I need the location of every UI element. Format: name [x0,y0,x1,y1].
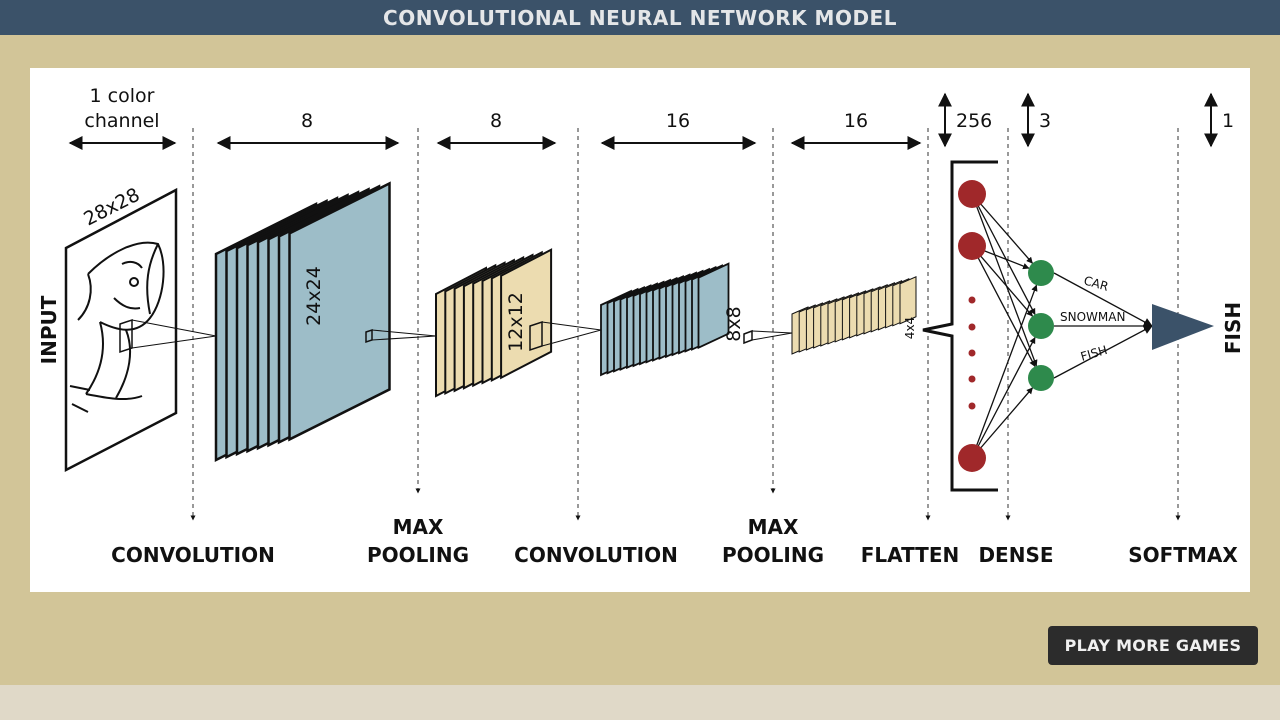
flatten-dense-link [971,193,1036,316]
stage-label-dense: DENSE [978,543,1053,567]
flatten-dense-link [971,245,1036,368]
dense-size-label: 3 [1039,110,1051,132]
dense-output-link [1053,325,1153,379]
flatten-node [958,180,986,208]
pool1-depth-label: 8 [490,110,502,132]
pool2-map [899,275,917,325]
ellipsis-dot [968,402,976,410]
cnn-diagram: 1 color channel 8 8 16 16 256 3 1 28x28 … [30,68,1250,592]
stage-label-softmax: SOFTMAX [1128,543,1238,567]
ellipsis-dot [968,349,976,357]
conv2-depth-label: 16 [666,110,690,132]
flatten-node [958,444,986,472]
receptive-field-links [365,320,793,352]
ellipsis-dot [968,296,976,304]
dense-node [1028,260,1054,286]
flatten-bracket [922,160,998,492]
play-more-games-button[interactable]: PLAY MORE GAMES [1048,626,1258,665]
pool2-depth-label: 16 [844,110,868,132]
input-side-label: INPUT [37,295,61,364]
flatten-size-label: 256 [956,110,992,132]
flatten-dense-link [971,336,1036,459]
class-label-snowman: SNOWMAN [1060,310,1125,324]
ellipsis-dot [968,323,976,331]
dense-connections [971,193,1153,459]
pool2-size-label: 4x4 [903,317,917,339]
fish-sketch-icon [69,241,165,413]
output-triangle [1152,304,1214,350]
input-channels-line2: channel [84,110,159,132]
pool1-map [500,248,553,380]
dense-node [1028,313,1054,339]
flatten-dense-link [971,193,1038,367]
stage-label-convolution-2: CONVOLUTION [514,543,678,567]
flatten-dense-link [971,245,1034,317]
flatten-dense-link [971,284,1038,459]
conv2-map [697,262,730,350]
flatten-dense-link [971,193,1033,264]
class-label-car: CAR [1082,273,1110,293]
pool1-size-label: 12x12 [505,292,527,352]
ellipsis-dot [968,375,976,383]
flatten-dense-link [971,387,1034,459]
bottom-strip [0,685,1280,720]
flatten-nodes [958,180,986,472]
input-channels-line1: 1 color [90,85,155,107]
class-label-fish: FISH [1079,343,1109,364]
stage-label-flatten: FLATTEN [861,543,959,567]
conv2-size-label: 8x8 [723,306,745,341]
cnn-diagram-svg: 1 color channel 8 8 16 16 256 3 1 28x28 … [37,85,1245,567]
conv1-depth-label: 8 [301,110,313,132]
softmax-size-label: 1 [1222,110,1234,132]
stage-label-maxpool-1-line1: MAX [393,515,444,539]
input-image: 28x28 INPUT [37,184,217,473]
dense-node [1028,365,1054,391]
stage-label-maxpool-2-line1: MAX [748,515,799,539]
stage-label-convolution-1: CONVOLUTION [111,543,275,567]
dense-output-link [1053,272,1153,327]
flatten-node [958,232,986,260]
conv1-size-label: 24x24 [303,266,325,326]
feature-map-stacks [214,181,917,463]
page-title: CONVOLUTIONAL NEURAL NETWORK MODEL [383,6,897,30]
stage-label-maxpool-2-line2: POOLING [722,543,824,567]
depth-arrows [68,92,1218,150]
stage-label-maxpool-1-line2: POOLING [367,543,469,567]
header-bar: CONVOLUTIONAL NEURAL NETWORK MODEL [0,0,1280,35]
output-label: FISH [1221,302,1245,354]
dense-nodes [1028,260,1054,391]
conv1-map [288,181,391,442]
